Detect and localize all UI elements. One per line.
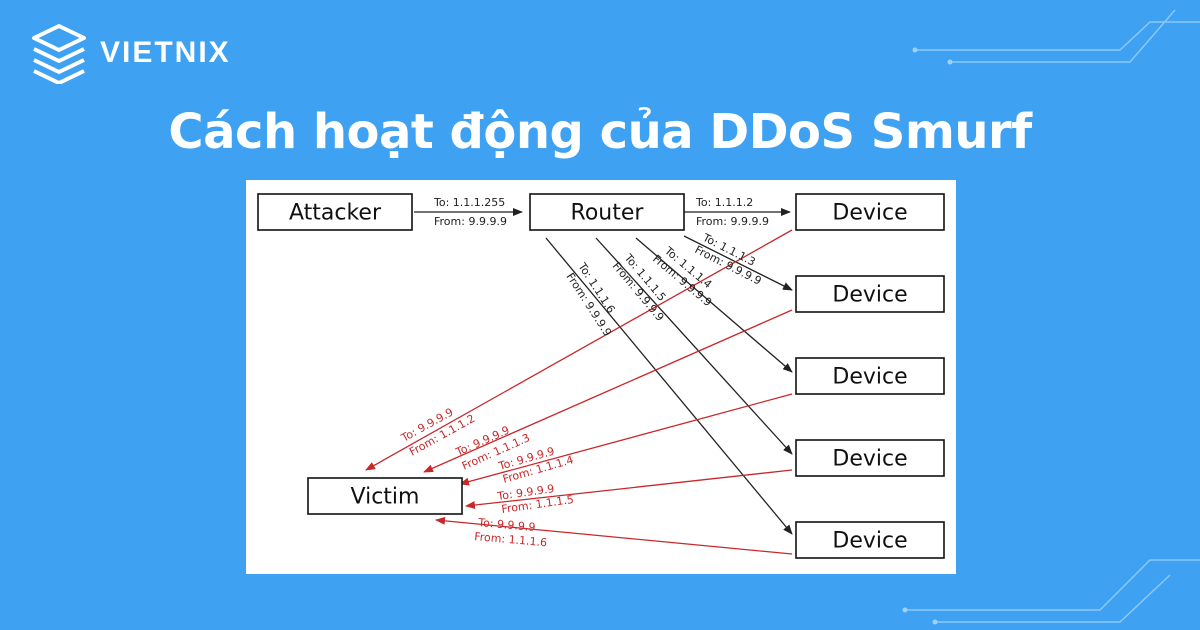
label-from: From: 9.9.9.9 [434,215,507,228]
node-label: Device [832,201,907,226]
label-from: From: 9.9.9.9 [696,215,769,228]
brand-logo: VIETNIX [28,22,231,84]
node-device-5: Device [795,521,945,559]
node-label: Device [832,283,907,308]
brand-name: VIETNIX [100,36,231,69]
arrow-device-3-to-victim [459,393,793,486]
node-victim: Victim [307,477,463,515]
node-router: Router [529,193,685,231]
node-label: Device [832,447,907,472]
arrow-router-to-device-2 [683,235,793,291]
label-from: From: 1.1.1.6 [474,530,548,549]
label-to: To: 9.9.9.9 [477,516,536,534]
label-to: To: 1.1.1.255 [433,196,505,209]
node-label: Victim [351,485,420,510]
stacked-layers-icon [32,24,86,84]
page-title: Cách hoạt động của DDoS Smurf [168,104,1032,160]
node-device-4: Device [795,439,945,477]
arrow-device-5-to-victim [435,516,793,555]
arrow-device-2-to-victim [423,309,793,473]
arrow-device-4-to-victim [465,469,793,509]
node-label: Device [832,365,907,390]
label-to: To: 1.1.1.2 [695,196,753,209]
arrow-router-to-device-3 [635,237,793,373]
node-device-2: Device [795,275,945,313]
node-label: Device [832,529,907,554]
node-device-3: Device [795,357,945,395]
node-attacker: Attacker [257,193,413,231]
arrow-router-to-device-4 [595,237,793,455]
node-device-1: Device [795,193,945,231]
arrow-device-1-to-victim [365,229,793,471]
node-label: Router [571,201,645,226]
node-label: Attacker [289,201,382,226]
arrow-router-to-device-5 [545,237,793,535]
